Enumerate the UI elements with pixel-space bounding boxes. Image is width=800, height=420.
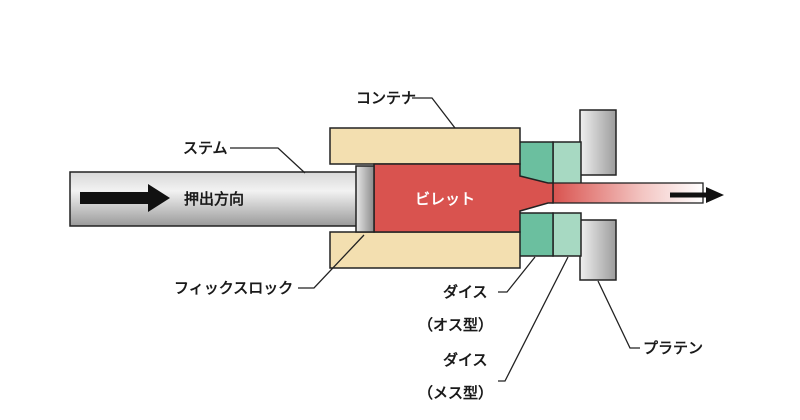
- billet: [373, 163, 554, 233]
- label-fix-lock: フィックスロック: [174, 279, 293, 297]
- output-arrow-head: [706, 187, 724, 203]
- label-die-male-line2: （オス型）: [418, 316, 493, 334]
- leader-die-female: [498, 256, 569, 382]
- platen-top: [579, 109, 617, 176]
- label-billet: ビレット: [415, 190, 475, 208]
- label-direction: 押出方向: [184, 190, 244, 208]
- label-stem: ステム: [183, 139, 228, 157]
- die-female-top: [552, 141, 582, 186]
- leader-stem: [230, 147, 306, 174]
- die-male-bottom: [518, 212, 554, 257]
- direction-arrow: [80, 184, 170, 212]
- label-die-female-line1: ダイス: [443, 351, 488, 369]
- leader-platen: [597, 280, 640, 349]
- platen-bottom: [579, 219, 617, 281]
- leader-container: [412, 97, 456, 129]
- label-container: コンテナ: [356, 89, 416, 107]
- container-bottom: [329, 231, 521, 269]
- leader-fix-lock: [298, 234, 365, 289]
- label-die-female-line2: （メス型）: [418, 384, 493, 402]
- die-female-bottom: [552, 212, 582, 257]
- label-platen: プラテン: [643, 339, 703, 357]
- leader-die-male: [498, 256, 536, 293]
- fix-lock: [355, 165, 375, 233]
- container-top: [329, 127, 521, 165]
- label-die-male-line1: ダイス: [443, 283, 488, 301]
